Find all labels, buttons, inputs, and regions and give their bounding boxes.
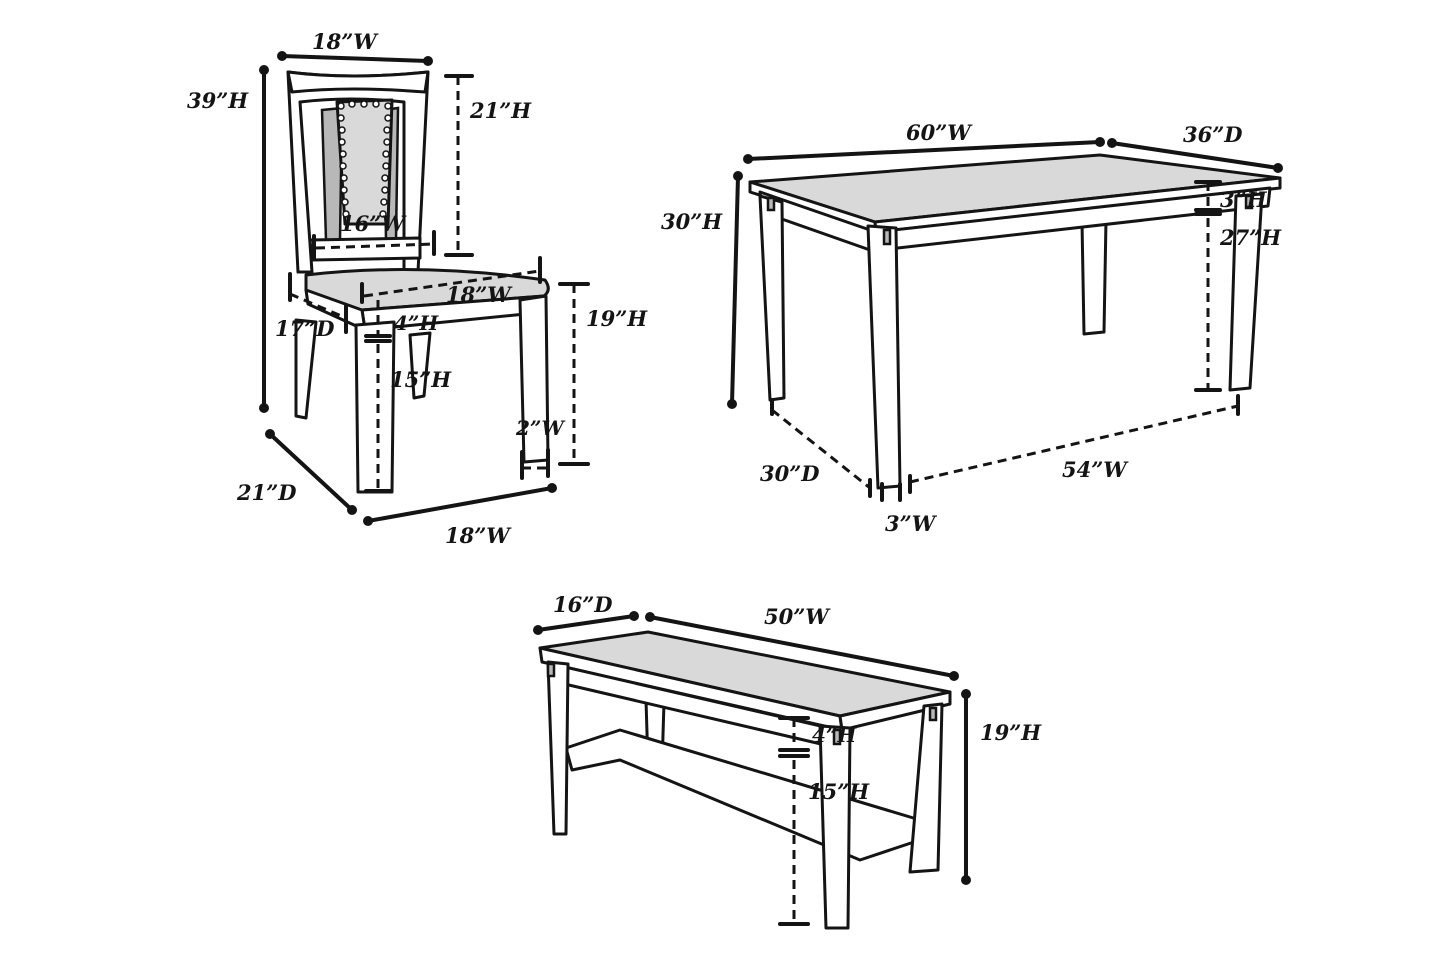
chair-seat-height-label: 19”H (586, 306, 648, 331)
table-back-leg-left (1080, 218, 1108, 336)
chair-leg-height-label: 15”H (390, 367, 452, 392)
table-leg-height-label: 27”H (1220, 225, 1282, 250)
chair-back-lower-rail (308, 236, 422, 262)
chair-overall-height-label: 39”H (187, 88, 249, 113)
table-apron-height-label: 3”H (1220, 187, 1267, 212)
chair-apron-height-label: 4”H (394, 311, 439, 335)
chair-back-height-label: 21”H (470, 98, 532, 123)
chair-top-rail (286, 70, 430, 94)
table-leg-right (1228, 192, 1264, 392)
chair-back-leg-rear (408, 331, 432, 400)
chair-leg-width-label: 2”W (516, 416, 564, 440)
bench-apron-height-label: 4”H (812, 723, 857, 747)
chair-seat-width-label: 18”W (446, 282, 511, 307)
bench-seat-side (838, 690, 952, 732)
chair-back-width-label: 16”W (340, 211, 405, 236)
table-height-label: 30”H (661, 209, 723, 234)
chair-base-depth-label: 21”D (237, 480, 297, 505)
chair-base-width-label: 18”W (445, 523, 510, 548)
chair-seat-depth-label: 17”D (275, 316, 335, 341)
chair-nailheads (337, 100, 392, 218)
table-base-width-label: 54”W (1062, 457, 1127, 482)
table-drawing (748, 153, 1282, 490)
table-leg-front-left (758, 194, 786, 402)
bench-leg-left-front (546, 660, 570, 836)
chair-overall-width-label: 18”W (312, 29, 377, 54)
chair-left-leg (294, 318, 318, 420)
bench-height-label: 19”H (980, 720, 1042, 745)
table-top-depth-label: 36”D (1183, 122, 1243, 147)
table-leg-front-corner (866, 224, 902, 490)
bench-width-label: 50”W (764, 604, 829, 629)
chair-dimension-lines (259, 51, 590, 526)
chair-nailhead-panel (335, 98, 394, 226)
bench-leg-right (908, 702, 944, 874)
bench-leg-corner (818, 724, 852, 930)
table-dimension-lines (727, 137, 1283, 502)
table-leg-width-label: 3”W (885, 511, 936, 536)
table-top-width-label: 60”W (906, 120, 971, 145)
table-base-depth-label: 30”D (760, 461, 820, 486)
bench-leg-height-label: 15”H (808, 779, 870, 804)
bench-dimension-lines (533, 611, 971, 926)
bench-drawing (538, 630, 952, 930)
bench-depth-label: 16”D (553, 592, 613, 617)
chair-front-left-leg (354, 320, 396, 494)
